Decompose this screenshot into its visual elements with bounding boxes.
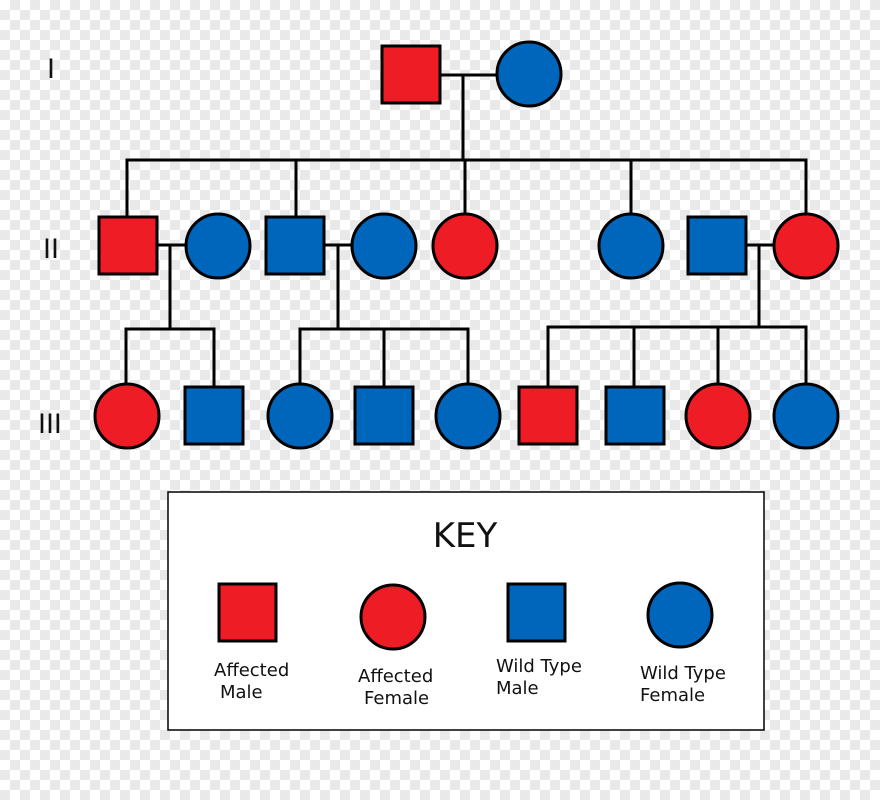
gen2-wild-type-male-1	[264, 215, 326, 276]
gen2-affected-female-2	[772, 212, 840, 280]
generation-label-2: II	[43, 234, 59, 265]
gen3-wild-type-male-1	[183, 385, 245, 446]
key-wild-type-male-label-line1: Wild Type	[496, 656, 582, 677]
key-legend: KEY Affected Male Affected Female Wild T…	[167, 491, 765, 731]
key-title: KEY	[433, 516, 498, 556]
key-affected-female-label-line2: Female	[364, 688, 429, 709]
key-wild-type-male-label-line2: Male	[496, 678, 539, 699]
key-affected-female-label-line1: Affected	[358, 666, 433, 687]
gen3-affected-male-1	[517, 385, 579, 446]
gen2-wild-type-female-2	[350, 212, 418, 280]
key-wild-type-female-label-line2: Female	[640, 685, 705, 706]
gen3-wild-type-male-3	[604, 385, 666, 446]
generation-label-1: I	[47, 54, 55, 85]
key-affected-male-label-line2: Male	[220, 682, 263, 703]
gen2-wild-type-female-3	[597, 212, 665, 280]
gen3-affected-female-2	[684, 382, 752, 450]
key-wild-type-male-icon	[506, 582, 567, 643]
key-affected-male-label-line1: Affected	[214, 660, 289, 681]
gen3-wild-type-female-3	[772, 382, 840, 450]
gen3-wild-type-male-2	[353, 385, 415, 446]
gen3-wild-type-female-2	[434, 382, 502, 450]
gen1-wild-type-female	[495, 40, 563, 108]
gen2-wild-type-male-2	[686, 215, 748, 276]
gen3-wild-type-female-1	[266, 382, 334, 450]
key-wild-type-female-icon	[646, 581, 714, 649]
key-affected-male-icon	[217, 582, 278, 643]
gen2-affected-female-1	[431, 212, 499, 280]
key-wild-type-female-label-line1: Wild Type	[640, 663, 726, 684]
gen2-affected-male-1	[97, 215, 159, 276]
pedigree-lines	[124, 73, 808, 389]
key-affected-female-icon	[359, 583, 427, 651]
gen1-affected-male	[380, 44, 442, 105]
generation-label-3: III	[38, 409, 62, 440]
gen3-affected-female-1	[93, 382, 161, 450]
gen2-wild-type-female-1	[184, 212, 252, 280]
